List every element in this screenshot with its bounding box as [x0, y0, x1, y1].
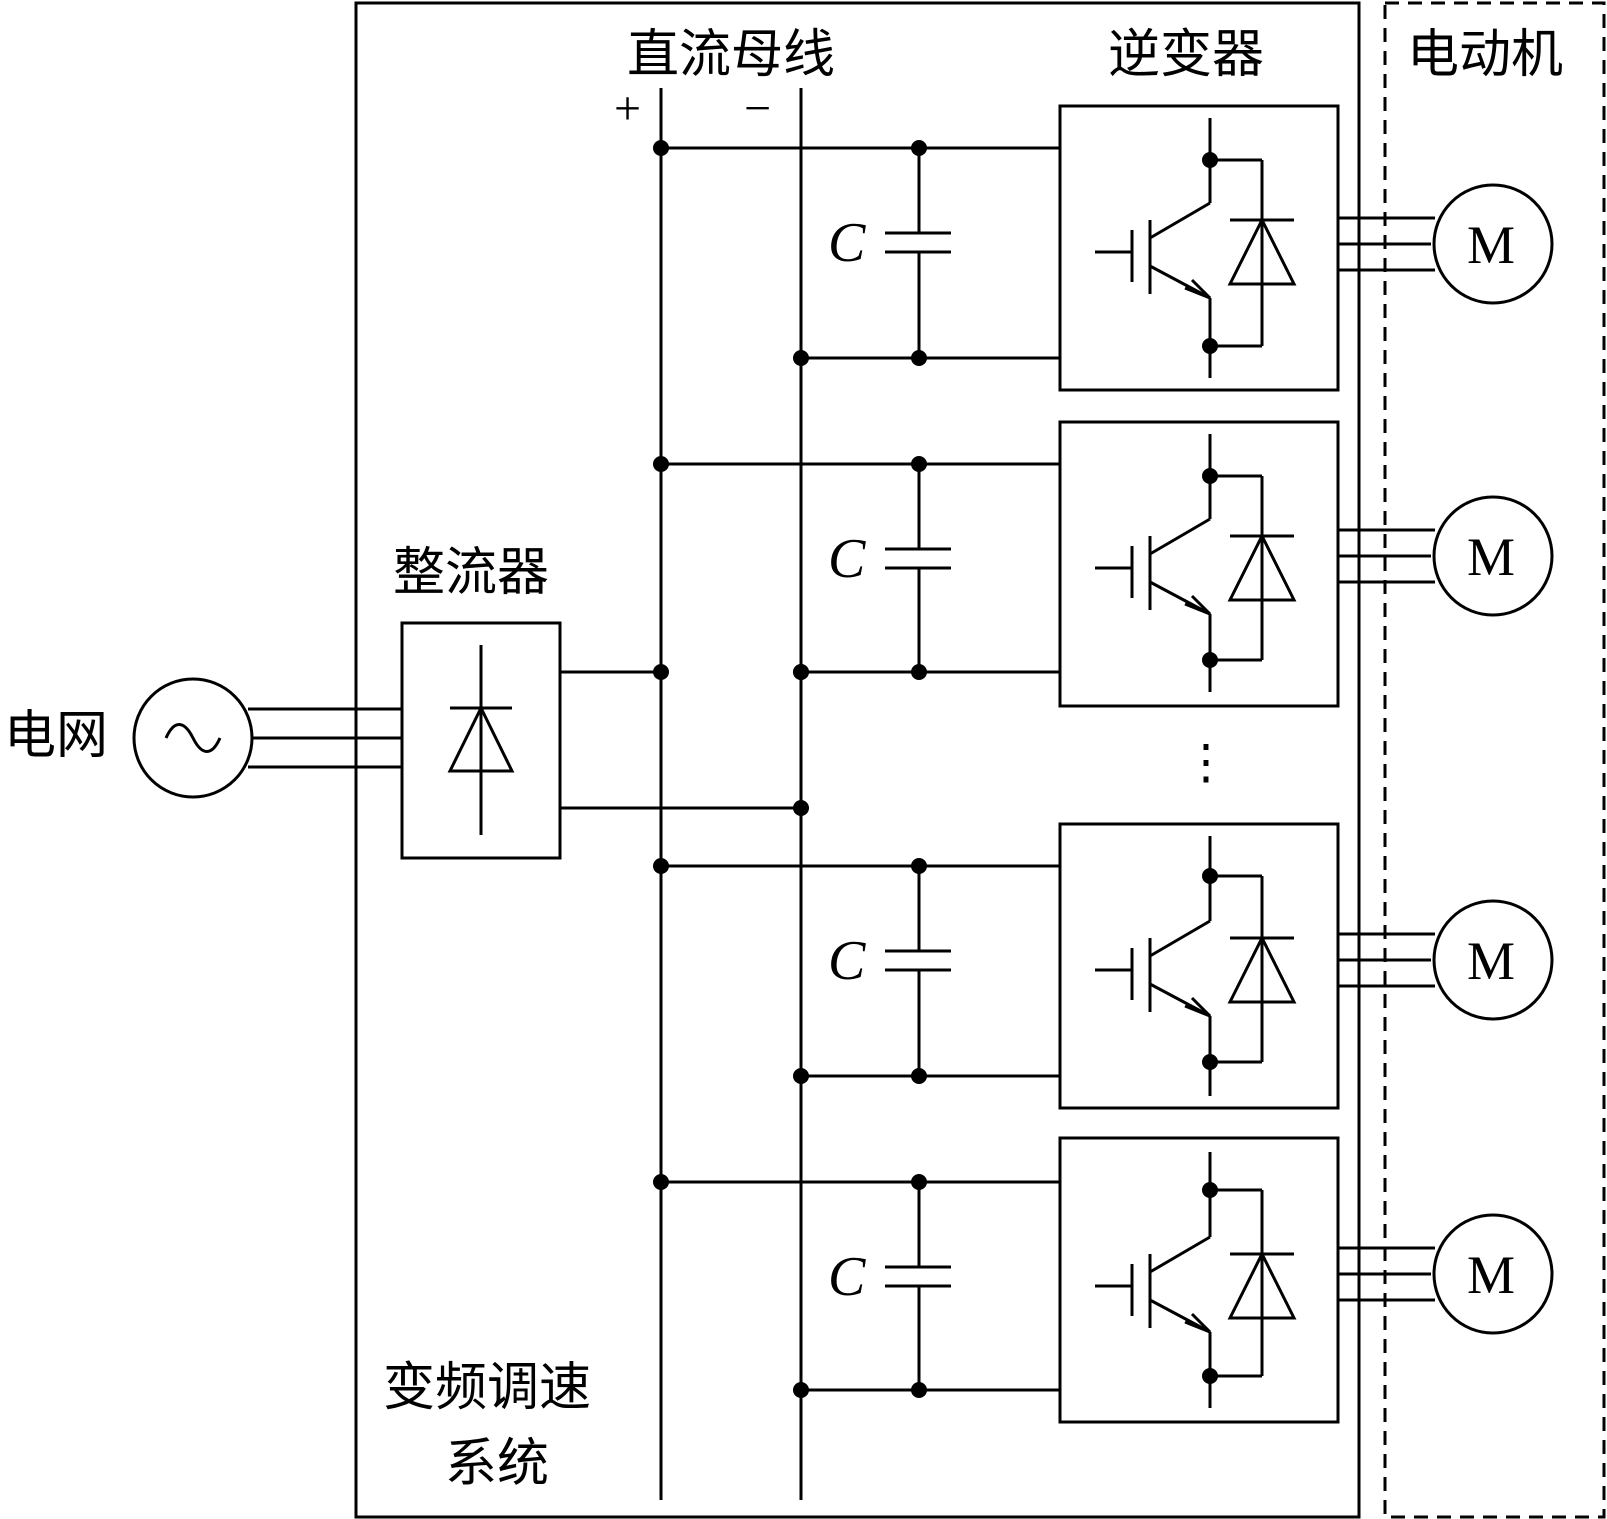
grid-label: 电网 — [4, 706, 108, 766]
motor-label: M — [1467, 931, 1515, 991]
motor-feed-lines — [1338, 1246, 1435, 1302]
igbt-with-diode-icon — [1095, 118, 1297, 378]
rectifier-block — [400, 621, 562, 860]
vfd-system-label-line1: 变频调速 — [383, 1358, 591, 1418]
inverter-branch-3: C M — [653, 822, 1554, 1110]
inverter-branch-2: C M — [653, 420, 1554, 708]
igbt-with-diode-icon — [1095, 836, 1297, 1096]
sine-wave-icon — [132, 677, 254, 799]
motor-feed-lines — [1338, 528, 1435, 584]
motor-feed-lines — [1338, 932, 1435, 988]
motor-group-frame — [1383, 1, 1606, 1519]
motor-circle-icon: M — [1432, 899, 1554, 1021]
capacitor-icon — [885, 464, 951, 672]
dc-bus-label: 直流母线 — [627, 25, 835, 85]
capacitor-label: C — [828, 528, 866, 590]
motor-circle-icon: M — [1432, 495, 1554, 617]
capacitor-label: C — [828, 930, 866, 992]
capacitor-label: C — [828, 1246, 866, 1308]
capacitor-icon — [885, 866, 951, 1076]
inverter-block — [1058, 104, 1340, 392]
vfd-system-frame — [354, 1, 1361, 1519]
vfd-system-label-line2: 系统 — [445, 1434, 549, 1494]
inverter-block — [1058, 822, 1340, 1110]
diode-icon — [447, 645, 515, 835]
igbt-with-diode-icon — [1095, 1152, 1297, 1408]
inverter-branch-4: C M — [653, 1136, 1554, 1424]
capacitor-icon — [885, 148, 951, 358]
motor-label: M — [1467, 1245, 1515, 1305]
motor-circle-icon: M — [1432, 183, 1554, 305]
rectifier-label: 整流器 — [393, 543, 549, 603]
capacitor-label: C — [828, 212, 866, 274]
rectifier-dc-output — [560, 664, 809, 816]
three-phase-input-lines — [248, 707, 402, 769]
motor-label: M — [1467, 215, 1515, 275]
inverter-block — [1058, 1136, 1340, 1424]
igbt-with-diode-icon — [1095, 434, 1297, 692]
inverter-block — [1058, 420, 1340, 708]
motor-circle-icon: M — [1432, 1213, 1554, 1335]
more-branches-ellipsis: ⋮ — [1182, 736, 1230, 789]
capacitor-icon — [885, 1182, 951, 1390]
plus-terminal-label: + — [614, 82, 641, 135]
motor-label: M — [1467, 527, 1515, 587]
minus-terminal-label: − — [744, 82, 771, 135]
motor-group-label: 电动机 — [1407, 25, 1563, 85]
motor-feed-lines — [1338, 216, 1435, 272]
inverter-label: 逆变器 — [1108, 25, 1264, 85]
inverter-branch-1: C M — [653, 104, 1554, 392]
